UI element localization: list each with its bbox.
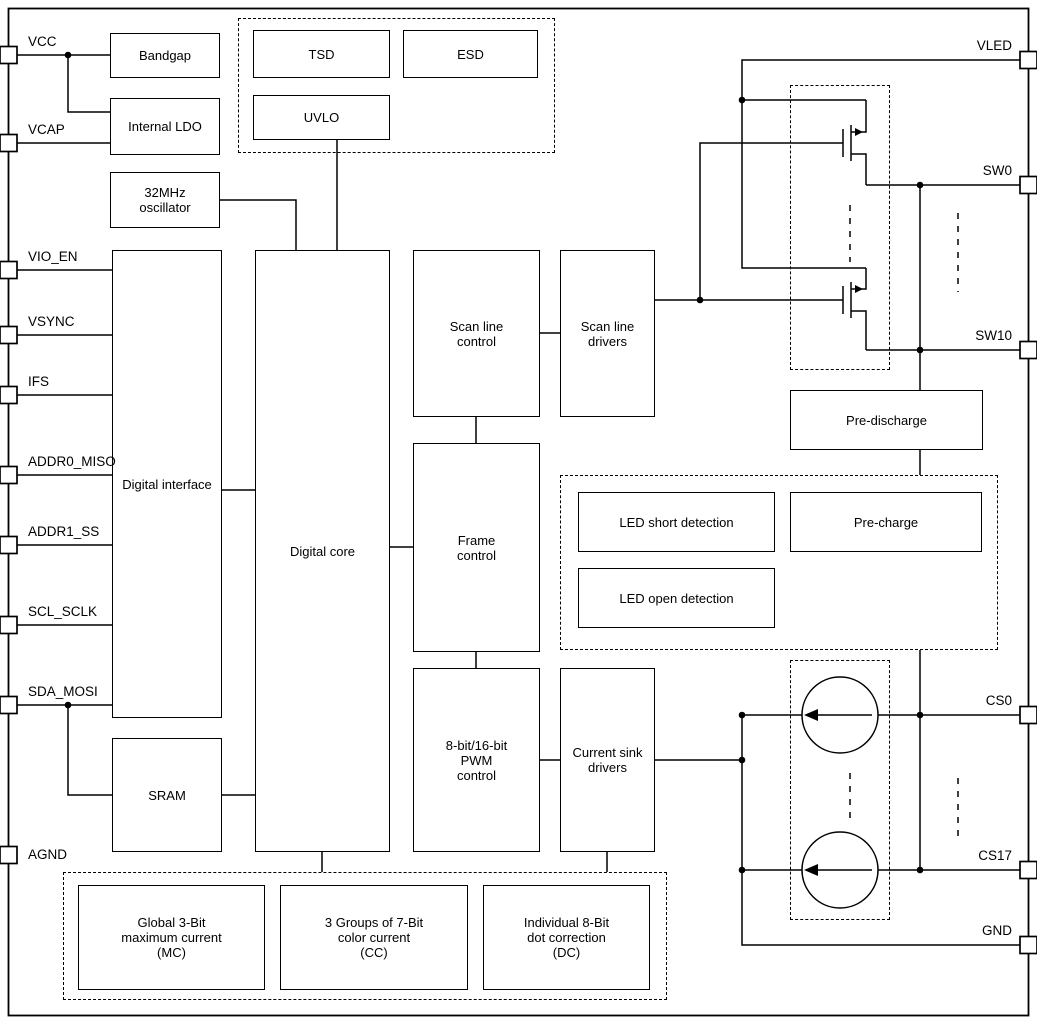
block-dot-correction-dc: Individual 8-Bit dot correction (DC)	[483, 885, 650, 990]
scan-switch-group-box	[790, 85, 890, 370]
pin-label-addr0-miso: ADDR0_MISO	[28, 454, 116, 469]
pin-label-vio-en: VIO_EN	[28, 249, 78, 264]
block-led-short-detection-label: LED short detection	[619, 514, 734, 530]
pin-agnd	[0, 845, 18, 865]
block-uvlo: UVLO	[253, 95, 390, 140]
block-oscillator: 32MHz oscillator	[110, 172, 220, 228]
block-bandgap: Bandgap	[110, 33, 220, 78]
pin-label-gnd: GND	[982, 923, 1012, 938]
current-sink-group-box	[790, 660, 890, 920]
pin-label-sw0: SW0	[982, 163, 1012, 178]
block-frame-control: Frame control	[413, 443, 540, 652]
detection-group-box	[560, 475, 998, 650]
pin-label-sda-mosi: SDA_MOSI	[28, 684, 98, 699]
pin-addr1-ss	[0, 535, 18, 555]
pin-gnd	[1019, 935, 1037, 955]
block-pre-discharge-label: Pre-discharge	[846, 412, 927, 428]
wires	[17, 54, 1020, 946]
ellipsis-dashes	[849, 205, 959, 840]
pin-label-cs0: CS0	[985, 693, 1012, 708]
pin-vcap	[0, 133, 18, 153]
pin-vio-en	[0, 260, 18, 280]
block-current-sink-drivers-label: Current sink drivers	[572, 745, 643, 775]
block-sram: SRAM	[112, 738, 222, 852]
pin-label-vcc: VCC	[28, 34, 57, 49]
block-scan-line-drivers: Scan line drivers	[560, 250, 655, 417]
block-scan-line-control: Scan line control	[413, 250, 540, 417]
block-digital-core-label: Digital core	[289, 543, 356, 559]
block-tsd-label: TSD	[308, 46, 335, 62]
block-digital-interface: Digital interface	[112, 250, 222, 718]
pin-sw0	[1019, 175, 1037, 195]
pin-ifs	[0, 385, 18, 405]
block-frame-control-label: Frame control	[456, 532, 497, 563]
block-max-current-mc: Global 3-Bit maximum current (MC)	[78, 885, 265, 990]
block-color-current-cc-label: 3 Groups of 7-Bit color current (CC)	[324, 915, 424, 960]
block-oscillator-label: 32MHz oscillator	[139, 185, 191, 215]
pin-vled	[1019, 50, 1037, 70]
junction-dot	[64, 51, 924, 874]
current-sink-icon	[801, 676, 879, 754]
package-pins-left	[0, 45, 18, 865]
block-uvlo-label: UVLO	[303, 110, 340, 125]
current-config-group-box	[63, 872, 667, 1000]
pin-scl-sclk	[0, 615, 18, 635]
block-pre-charge-label: Pre-charge	[853, 514, 919, 530]
pin-label-agnd: AGND	[28, 847, 68, 862]
pin-vsync	[0, 325, 18, 345]
pin-label-vled: VLED	[976, 38, 1012, 53]
block-bandgap-label: Bandgap	[138, 48, 192, 63]
block-color-current-cc: 3 Groups of 7-Bit color current (CC)	[280, 885, 468, 990]
block-digital-interface-label: Digital interface	[122, 476, 212, 492]
pin-sda-mosi	[0, 695, 18, 715]
pin-addr0-miso	[0, 465, 18, 485]
block-pwm-control-label: 8-bit/16-bit PWM control	[445, 737, 508, 783]
block-led-short-detection: LED short detection	[578, 492, 775, 552]
block-sram-label: SRAM	[148, 787, 186, 803]
block-pwm-control: 8-bit/16-bit PWM control	[413, 668, 540, 852]
block-pre-discharge: Pre-discharge	[790, 390, 983, 450]
pin-label-cs17: CS17	[978, 848, 1012, 863]
pin-cs0	[1019, 705, 1037, 725]
pin-label-vcap: VCAP	[28, 122, 65, 137]
block-led-open-detection: LED open detection	[578, 568, 775, 628]
pin-label-scl-sclk: SCL_SCLK	[28, 604, 98, 619]
block-esd: ESD	[403, 30, 538, 78]
pin-cs17	[1019, 860, 1037, 880]
pin-label-sw10: SW10	[975, 328, 1012, 343]
block-internal-ldo-label: Internal LDO	[128, 119, 202, 134]
block-dot-correction-dc-label: Individual 8-Bit dot correction (DC)	[523, 915, 610, 960]
pin-sw10	[1019, 340, 1037, 360]
block-digital-core: Digital core	[255, 250, 390, 852]
block-current-sink-drivers: Current sink drivers	[560, 668, 655, 852]
chip-boundary	[7, 7, 1030, 1017]
block-led-open-detection-label: LED open detection	[619, 590, 734, 606]
pin-label-ifs: IFS	[28, 374, 50, 389]
block-tsd: TSD	[253, 30, 390, 78]
block-pre-charge: Pre-charge	[790, 492, 982, 552]
pin-label-addr1-ss: ADDR1_SS	[28, 524, 100, 539]
block-scan-line-control-label: Scan line control	[449, 318, 504, 349]
protection-group-box	[238, 18, 555, 153]
block-internal-ldo: Internal LDO	[110, 98, 220, 155]
nmos-switch-icon	[842, 100, 867, 185]
nmos-switch-icon	[842, 268, 867, 350]
block-scan-line-drivers-label: Scan line drivers	[580, 318, 635, 349]
pin-vcc	[0, 45, 18, 65]
block-esd-label: ESD	[457, 46, 484, 62]
package-pins-right	[1019, 50, 1037, 955]
pin-label-vsync: VSYNC	[28, 314, 75, 329]
block-max-current-mc-label: Global 3-Bit maximum current (MC)	[121, 915, 222, 960]
current-sink-icon	[801, 831, 879, 909]
